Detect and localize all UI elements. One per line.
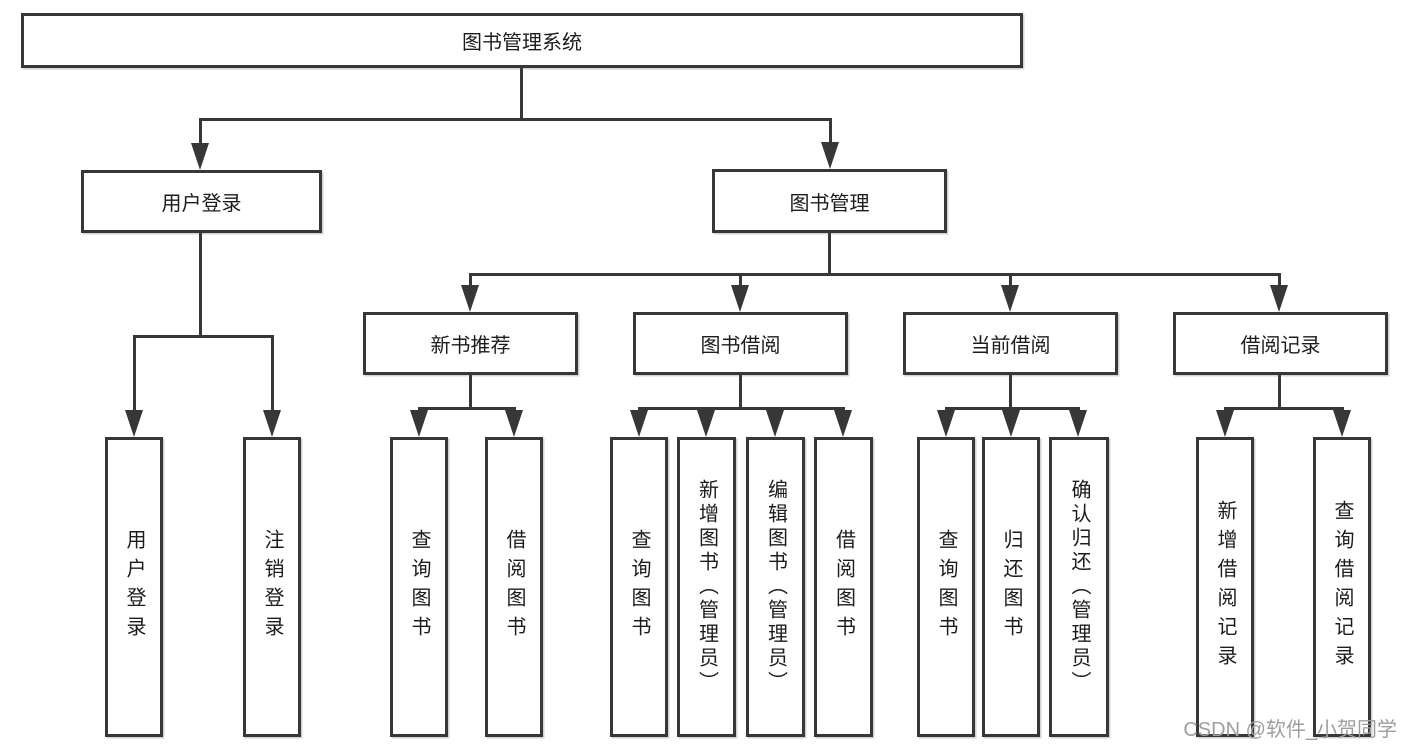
arrow-down-icon — [461, 285, 479, 312]
connector-line — [739, 375, 742, 408]
arrow-down-icon — [1001, 285, 1019, 312]
connector-line — [945, 407, 1080, 410]
leaf-recommend-query-books: 查询图书 — [390, 437, 448, 737]
arrow-down-icon — [697, 410, 715, 437]
arrow-down-icon — [1069, 410, 1087, 437]
connector-line — [271, 335, 274, 412]
arrow-down-icon — [505, 410, 523, 437]
leaf-borrowing-borrow-books: 借阅图书 — [814, 437, 873, 737]
node-label: 查询借阅记录 — [1331, 500, 1353, 674]
connector-line — [1278, 273, 1281, 287]
leaf-records-add-record: 新增借阅记录 — [1196, 437, 1254, 737]
node-label: 借阅图书 — [832, 529, 855, 645]
node-user-login: 用户登录 — [81, 170, 322, 233]
leaf-records-query-record: 查询借阅记录 — [1313, 437, 1371, 737]
node-label: 当前借阅 — [970, 335, 1051, 357]
connector-line — [469, 273, 1281, 276]
node-label: 查询图书 — [408, 529, 430, 645]
connector-line — [1009, 375, 1012, 408]
arrow-down-icon — [731, 285, 749, 312]
arrow-down-icon — [263, 410, 281, 437]
node-label: 图书借阅 — [700, 335, 781, 357]
leaf-borrowing-add-books-admin: 新增图书（管理员） — [677, 437, 736, 737]
connector-line — [829, 118, 832, 145]
connector-line — [199, 118, 202, 146]
node-label: 注销登录 — [261, 529, 283, 645]
arrow-down-icon — [766, 410, 784, 437]
connector-line — [418, 407, 516, 410]
leaf-borrowing-query-books: 查询图书 — [610, 437, 668, 737]
leaf-current-query-books: 查询图书 — [917, 437, 975, 737]
arrow-down-icon — [821, 142, 839, 169]
node-label: 新增借阅记录 — [1214, 500, 1236, 674]
arrow-down-icon — [1216, 410, 1234, 437]
connector-line — [133, 335, 136, 412]
connector-line — [133, 335, 274, 338]
node-label: 查询图书 — [935, 529, 957, 645]
arrow-down-icon — [1270, 285, 1288, 312]
node-library-system: 图书管理系统 — [21, 13, 1023, 68]
node-borrowing-records: 借阅记录 — [1173, 312, 1388, 375]
node-label: 图书管理系统 — [462, 32, 582, 54]
node-label: 用户登录 — [123, 529, 145, 645]
arrow-down-icon — [937, 410, 955, 437]
connector-line — [520, 68, 523, 118]
arrow-down-icon — [125, 410, 143, 437]
arrow-down-icon — [1333, 410, 1351, 437]
arrow-down-icon — [410, 410, 428, 437]
arrow-down-icon — [1002, 410, 1020, 437]
connector-line — [199, 118, 832, 121]
leaf-current-confirm-return-admin: 确认归还（管理员） — [1049, 437, 1109, 737]
node-label: 图书管理 — [789, 192, 870, 215]
node-current-borrowing: 当前借阅 — [903, 312, 1118, 375]
node-book-management: 图书管理 — [712, 169, 947, 233]
connector-line — [739, 273, 742, 287]
connector-line — [199, 233, 202, 336]
leaf-logout: 注销登录 — [243, 437, 301, 737]
node-label: 新增图书（管理员） — [695, 479, 718, 695]
node-label: 借阅图书 — [503, 529, 525, 645]
node-book-borrowing: 图书借阅 — [633, 312, 848, 375]
leaf-current-return-books: 归还图书 — [982, 437, 1040, 737]
connector-line — [1278, 375, 1281, 408]
arrow-down-icon — [191, 143, 209, 170]
node-label: 新书推荐 — [430, 335, 511, 357]
leaf-recommend-borrow-books: 借阅图书 — [485, 437, 543, 737]
csdn-watermark: CSDN @软件_小贺同学 — [1183, 719, 1397, 741]
node-label: 用户登录 — [161, 193, 242, 215]
connector-line — [1009, 273, 1012, 287]
connector-line — [1224, 407, 1344, 410]
connector-line — [469, 375, 472, 408]
leaf-borrowing-edit-books-admin: 编辑图书（管理员） — [746, 437, 805, 737]
connector-line — [828, 233, 831, 273]
arrow-down-icon — [630, 410, 648, 437]
connector-line — [469, 273, 472, 287]
node-label: 确认归还（管理员） — [1068, 479, 1090, 695]
arrow-down-icon — [834, 410, 852, 437]
node-label: 查询图书 — [628, 529, 650, 645]
node-label: 编辑图书（管理员） — [764, 479, 787, 695]
leaf-user-login: 用户登录 — [105, 437, 163, 737]
node-new-book-recommend: 新书推荐 — [363, 312, 578, 375]
node-label: 归还图书 — [1000, 529, 1022, 645]
node-label: 借阅记录 — [1240, 335, 1321, 357]
connector-line — [638, 407, 845, 410]
